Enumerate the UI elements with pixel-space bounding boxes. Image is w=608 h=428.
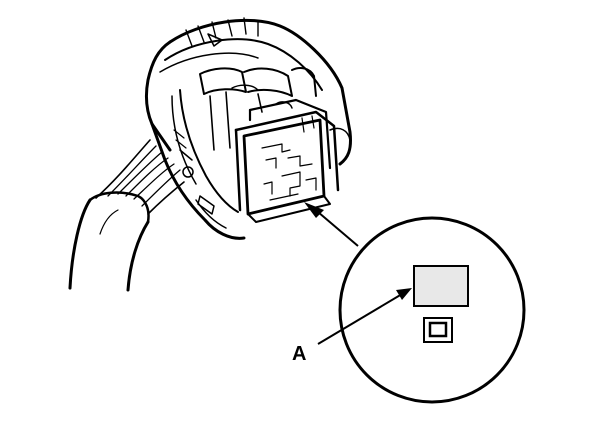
connector-housing (144, 17, 352, 240)
magnified-view-circle (338, 216, 526, 404)
terminal-square (423, 317, 453, 343)
callout-leader (317, 288, 412, 345)
callout-label-a: A (292, 343, 306, 365)
wire-harness (68, 139, 185, 292)
marker-rectangle (413, 265, 469, 307)
pointer-arrow (304, 202, 359, 247)
